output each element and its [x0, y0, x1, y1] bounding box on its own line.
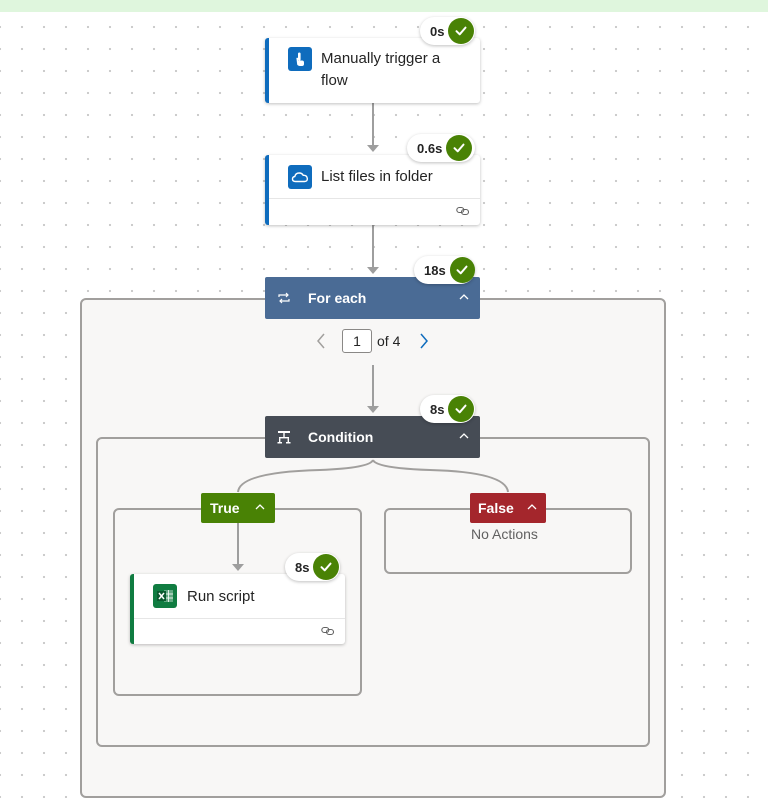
success-check-icon	[448, 18, 475, 44]
trigger-card[interactable]: Manually trigger a flow	[265, 38, 480, 103]
touch-hand-icon	[288, 47, 312, 71]
chevron-left-icon[interactable]	[315, 332, 327, 350]
chevron-up-icon[interactable]	[255, 502, 265, 512]
connector-line	[237, 523, 239, 565]
connector-arrow	[367, 267, 379, 274]
success-check-icon	[449, 257, 475, 283]
connector-arrow	[367, 406, 379, 413]
list-files-duration: 0.6s	[417, 140, 443, 156]
chevron-up-icon[interactable]	[527, 502, 537, 512]
connector-line	[372, 225, 374, 267]
true-branch-tag[interactable]: True	[201, 493, 275, 523]
success-check-icon	[448, 396, 475, 422]
connector-line	[372, 365, 374, 407]
page-total: of 4	[377, 333, 401, 349]
chevron-up-icon[interactable]	[459, 431, 469, 441]
connector-arrow	[232, 564, 244, 571]
status-bar	[0, 0, 768, 12]
condition-status-badge: 8s	[420, 395, 475, 423]
no-actions-text: No Actions	[471, 526, 538, 542]
run-script-title: Run script	[187, 588, 255, 605]
run-script-duration: 8s	[295, 559, 310, 575]
success-check-icon	[313, 554, 340, 580]
for-each-title: For each	[308, 290, 367, 306]
false-branch-tag[interactable]: False	[470, 493, 546, 523]
iteration-pager: 1 of 4	[342, 329, 400, 353]
for-each-duration: 18s	[424, 262, 446, 278]
condition-header[interactable]: Condition	[265, 416, 480, 458]
excel-icon	[153, 584, 177, 608]
run-script-status-badge: 8s	[285, 553, 340, 581]
trigger-duration: 0s	[430, 23, 445, 39]
link-icon	[456, 206, 470, 216]
for-each-status-badge: 18s	[414, 256, 475, 284]
list-files-card[interactable]: List files in folder	[265, 155, 480, 225]
condition-title: Condition	[308, 429, 374, 445]
list-files-title: List files in folder	[321, 168, 433, 185]
condition-duration: 8s	[430, 401, 445, 417]
list-files-status-badge: 0.6s	[407, 134, 475, 162]
onedrive-cloud-icon	[288, 165, 312, 189]
run-script-card[interactable]: Run script	[130, 574, 345, 644]
chevron-right-icon[interactable]	[418, 332, 430, 350]
connector-arrow	[367, 145, 379, 152]
trigger-status-badge: 0s	[420, 17, 475, 45]
success-check-icon	[446, 135, 473, 161]
card-divider	[134, 618, 345, 619]
branch-connectors	[237, 459, 509, 493]
chevron-up-icon[interactable]	[459, 292, 469, 302]
true-branch-label: True	[210, 500, 240, 516]
loop-icon	[278, 292, 290, 304]
condition-icon	[277, 431, 291, 444]
connector-line	[372, 103, 374, 145]
card-divider	[269, 198, 480, 199]
link-icon	[321, 626, 335, 636]
page-number-input[interactable]: 1	[342, 329, 372, 353]
false-branch-label: False	[478, 500, 514, 516]
trigger-title: Manually trigger a flow	[321, 50, 441, 89]
for-each-header[interactable]: For each	[265, 277, 480, 319]
